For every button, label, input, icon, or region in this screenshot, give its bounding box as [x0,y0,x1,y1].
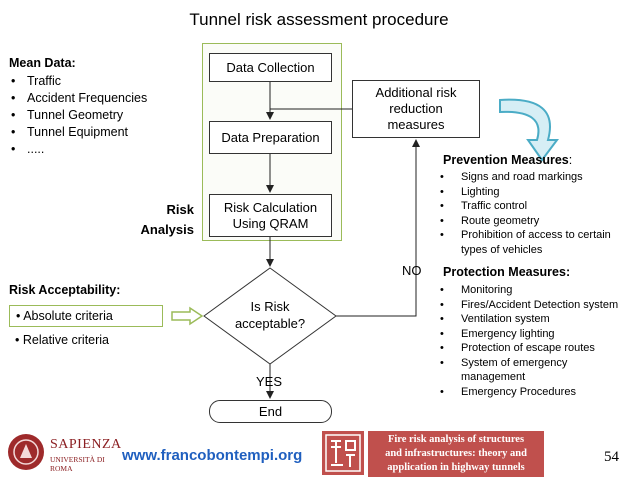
analysis-label-line: Analysis [140,222,194,237]
list-item: Traffic [9,73,199,90]
prevention-heading-text: Prevention Measures [443,153,569,167]
university-seal-icon [8,434,44,470]
decision-line: acceptable? [234,316,306,331]
website-link[interactable]: www.francobontempi.org [122,447,303,464]
list-item: Emergency lighting [433,327,628,342]
end-text: End [258,403,283,419]
university-subtitle: UNIVERSITÀ DI ROMA [50,455,105,473]
list-item: Tunnel Equipment [9,124,199,141]
bullet: • [16,309,21,323]
mean-data-list: Traffic Accident Frequencies Tunnel Geom… [9,73,199,158]
list-item: Accident Frequencies [9,90,199,107]
additional-measures-box: Additional risk reduction measures [352,80,480,138]
list-item: Protection of escape routes [433,341,628,356]
course-title-box: Fire risk analysis of structures and inf… [368,431,544,477]
arrow-no-to-additional [336,139,420,317]
qram-text: Using QRAM [232,215,309,231]
list-item: Lighting [433,185,628,200]
absolute-criteria-text: Absolute criteria [23,309,113,323]
mean-data-heading: Mean Data: [9,56,76,70]
risk-calculation-box: Risk Calculation Using QRAM [209,194,332,237]
list-item: Fires/Accident Detection system [433,298,628,313]
page-number: 54 [604,449,619,465]
course-line: Fire risk analysis of structures [387,434,525,445]
course-line: application in highway tunnels [387,462,525,473]
prevention-list: Signs and road markings Lighting Traffic… [433,170,628,257]
data-preparation-text: Data Preparation [221,129,320,145]
additional-text-line: reduction [389,101,443,116]
list-item: Tunnel Geometry [9,107,199,124]
no-label: NO [402,263,422,278]
protection-heading: Protection Measures: [443,265,571,279]
absolute-criteria-box: • Absolute criteria [9,305,163,327]
list-item: Emergency Procedures [433,385,628,400]
course-line: and infrastructures: theory and [385,448,527,459]
end-box: End [209,400,332,423]
acceptability-heading: Risk Acceptability: [9,283,121,297]
page-title: Tunnel risk assessment procedure [189,10,449,29]
list-item: Ventilation system [433,312,628,327]
risk-analysis-label: Risk Analysis [120,200,194,240]
risk-label-line: Risk [166,202,194,217]
data-collection-text: Data Collection [226,59,315,75]
list-item: System of emergency management [433,356,628,385]
stamp-glyph-icon [325,434,361,472]
prevention-heading: Prevention Measures: [443,153,572,167]
list-item: Traffic control [433,199,628,214]
data-preparation-box: Data Preparation [209,121,332,154]
protection-list: Monitoring Fires/Accident Detection syst… [433,283,628,399]
risk-calculation-text: Risk Calculation [223,199,318,215]
blue-curved-arrow [499,98,559,162]
additional-text-line: measures [387,117,445,132]
yes-label: YES [256,374,283,389]
university-name: SAPIENZA [50,437,122,452]
list-item: ..... [9,141,199,158]
list-item: Route geometry [433,214,628,229]
additional-text-line: Additional risk [375,85,457,100]
prevention-colon: : [568,153,573,167]
seal-stamp-icon [322,431,364,475]
relative-criteria-text: Relative criteria [22,333,110,347]
green-left-arrow [171,306,204,326]
list-item: Prohibition of access to certain types o… [433,228,628,257]
relative-criteria: • Relative criteria [15,333,109,347]
decision-text: Is Risk acceptable? [220,298,320,332]
bullet: • [15,333,20,347]
university-logo: SAPIENZA UNIVERSITÀ DI ROMA [6,432,121,473]
list-item: Monitoring [433,283,628,298]
decision-line: Is Risk [250,299,290,314]
data-collection-box: Data Collection [209,53,332,82]
list-item: Signs and road markings [433,170,628,185]
